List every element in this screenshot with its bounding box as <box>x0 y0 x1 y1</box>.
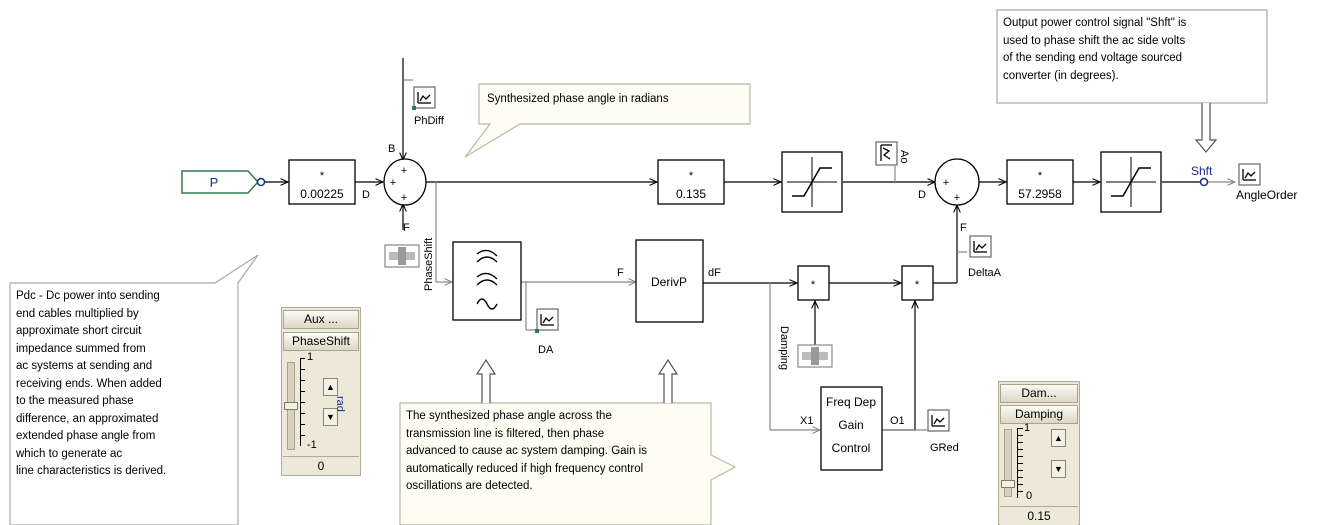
sum2-plus-bottom: + <box>954 192 960 204</box>
damping-name-button[interactable]: Damping <box>1000 405 1078 424</box>
multiplier-block-1[interactable] <box>797 265 830 301</box>
freq-dep-port-x1: X1 <box>800 415 813 427</box>
phaseshift-slider-panel: Aux ... PhaseShift 1 -1 ▲ ▼ rad 0 <box>281 307 361 476</box>
sum1-plus-left: + <box>390 177 396 189</box>
grey-wires <box>403 79 1235 430</box>
sum2-port-f: F <box>960 222 967 234</box>
freq-dep-line-1: Freq Dep <box>826 395 876 409</box>
phaseshift-name-button[interactable]: PhaseShift <box>283 332 359 351</box>
damp-max-label-visible: 1 <box>1024 422 1031 434</box>
gain-block-3[interactable] <box>1006 159 1074 205</box>
damp-down-button[interactable]: ▼ <box>1051 460 1066 478</box>
ao-label: Ao <box>898 150 910 163</box>
signal-wires <box>265 58 1202 431</box>
phdiff-meter-icon[interactable] <box>413 86 436 109</box>
angleorder-label: AngleOrder <box>1236 188 1297 202</box>
gred-meter-icon[interactable] <box>927 409 950 432</box>
multiplier-block-2[interactable] <box>901 265 934 301</box>
deltaa-meter-icon[interactable] <box>969 235 992 258</box>
dam-header-button[interactable]: Dam... <box>1000 384 1078 403</box>
sum2-plus-left: + <box>943 177 949 189</box>
multiplier-2-op: * <box>915 279 920 291</box>
damping-slider-thumb <box>811 347 819 365</box>
damp-min-label: 0 <box>1026 490 1033 502</box>
derivp-port-f: F <box>617 267 624 279</box>
aux-header-button[interactable]: Aux ... <box>283 310 359 329</box>
damp-slider-thumb[interactable] <box>1001 480 1015 488</box>
phdiff-port <box>412 106 416 110</box>
gain-2-value: 0.135 <box>676 187 706 201</box>
da-meter-icon[interactable] <box>536 308 559 331</box>
input-connector <box>256 177 266 187</box>
aux-down-button[interactable]: ▼ <box>323 408 338 426</box>
phase-angle-note: Synthesized phase angle in radians <box>487 93 669 105</box>
damping-slider-panel: Dam... Damping 1 1 0 ▲ ▼ 0.15 <box>998 381 1080 525</box>
aux-slider-thumb[interactable] <box>284 402 298 410</box>
gain-block-1[interactable] <box>288 159 356 205</box>
callout-pdc <box>9 254 259 525</box>
filter-note: The synthesized phase angle across the t… <box>406 410 647 492</box>
gain-2-op: * <box>689 170 694 182</box>
summing-junction-2[interactable] <box>934 158 980 206</box>
deltaa-label: DeltaA <box>968 267 1002 279</box>
limiter-block-2[interactable] <box>1100 151 1162 213</box>
freq-dep-gain-block[interactable] <box>820 386 883 471</box>
freq-dep-line-2: Gain <box>838 418 863 432</box>
summing-junction-1[interactable] <box>383 158 427 206</box>
pdc-note: Pdc - Dc power into sending end cables m… <box>16 290 167 477</box>
filter-note-arrow-2 <box>657 358 679 403</box>
gred-label: GRed <box>930 442 959 454</box>
limiter-block-1[interactable] <box>781 151 843 213</box>
callout-phase-angle <box>464 83 751 158</box>
sum1-port-f: F <box>403 222 410 234</box>
damp-slider-track[interactable] <box>1004 429 1012 497</box>
aux-scale-ticks <box>300 358 305 446</box>
phdiff-label: PhDiff <box>414 115 445 127</box>
phaseshift-slider-thumb <box>398 247 406 265</box>
input-p-block[interactable] <box>181 170 260 194</box>
shft-connector <box>1199 177 1209 187</box>
filter-note-arrow-1 <box>475 358 497 403</box>
gain-3-op: * <box>1038 170 1043 182</box>
filter-block[interactable] <box>452 241 522 321</box>
derivp-port-df: dF <box>708 267 721 279</box>
ao-meter-icon[interactable] <box>875 141 898 166</box>
aux-up-button[interactable]: ▲ <box>323 378 338 396</box>
damp-value-display: 0.15 <box>1000 506 1078 525</box>
callout-output-power <box>996 9 1268 104</box>
shft-label: Shft <box>1191 164 1213 178</box>
gain-1-value: 0.00225 <box>300 187 344 201</box>
sum1-plus-bottom: + <box>401 192 407 204</box>
gain-1-op: * <box>320 170 325 182</box>
damp-up-button[interactable]: ▲ <box>1051 429 1066 447</box>
phaseshift-wire-label: PhaseShift <box>423 238 435 291</box>
da-port <box>535 329 539 333</box>
gain-3-value: 57.2958 <box>1018 187 1062 201</box>
angleorder-meter-icon[interactable] <box>1238 163 1261 186</box>
sum1-plus-top: + <box>401 165 407 177</box>
gain-block-2[interactable] <box>657 159 725 205</box>
derivp-label: DerivP <box>651 275 687 289</box>
aux-unit-label: rad <box>334 396 346 412</box>
filter-icon <box>476 249 498 310</box>
callout-filter <box>399 402 737 525</box>
input-p-label: P <box>210 175 219 190</box>
aux-min-label: -1 <box>307 439 317 451</box>
freq-dep-line-3: Control <box>832 441 871 455</box>
aux-max-label: 1 <box>307 351 314 363</box>
derivp-block[interactable] <box>635 239 704 323</box>
damp-scale-ticks <box>1017 428 1023 498</box>
output-power-note: Output power control signal "Shft" is us… <box>1003 17 1187 82</box>
da-label: DA <box>538 344 554 356</box>
freq-dep-port-o1: O1 <box>890 415 905 427</box>
sum1-port-b: B <box>388 143 395 155</box>
aux-value-display: 0 <box>283 456 359 475</box>
sum2-port-d: D <box>918 189 926 201</box>
multiplier-1-op: * <box>811 279 816 291</box>
output-note-arrow <box>1194 103 1218 153</box>
sum1-port-d: D <box>362 189 370 201</box>
damping-wire-label: Damping <box>778 326 790 370</box>
